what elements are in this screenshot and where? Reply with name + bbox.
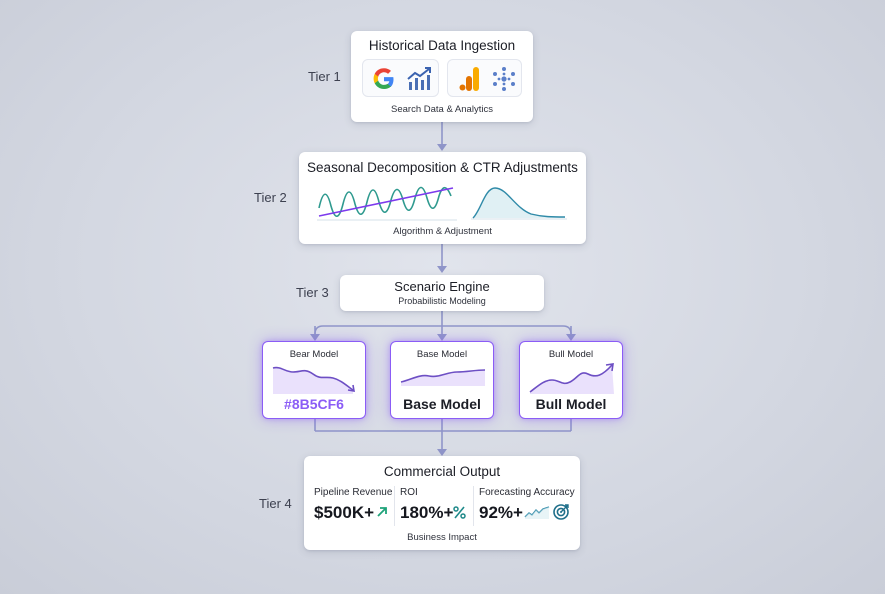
tier-1-caption: Search Data & Analytics (391, 104, 493, 115)
tier-4-card: Commercial Output Pipeline Revenue $500K… (304, 456, 580, 550)
search-logos-group (362, 59, 439, 97)
tier-2-caption: Algorithm & Adjustment (393, 226, 492, 237)
tier-3-label: Tier 3 (296, 285, 329, 300)
bear-model-card: Bear Model #8B5CF6 (262, 341, 366, 419)
target-icon (553, 504, 569, 520)
base-model-label: Base Model (416, 349, 468, 360)
google-analytics-icon (459, 67, 479, 91)
distribution-curve-icon (471, 187, 567, 220)
base-trend-chart (400, 369, 486, 386)
percent-icon (453, 506, 466, 519)
pipeline-revenue-value: $500K+ (314, 503, 375, 522)
bear-model-value: #8B5CF6 (284, 396, 344, 412)
forecasting-accuracy-value: 92%+ (479, 503, 523, 522)
tier-1-title: Historical Data Ingestion (368, 38, 516, 53)
tier-2-card: Seasonal Decomposition & CTR Adjustments… (299, 152, 586, 244)
bull-model-value: Bull Model (535, 396, 607, 412)
google-logo-icon (373, 68, 394, 89)
forecasting-accuracy-label: Forecasting Accuracy (479, 487, 575, 498)
tier-2-title: Seasonal Decomposition & CTR Adjustments (307, 160, 578, 175)
metric-divider (473, 486, 474, 526)
seasonal-wave-icon (317, 186, 457, 221)
bull-model-label: Bull Model (548, 349, 594, 360)
bull-trend-chart (529, 363, 614, 394)
tier-3-subtitle: Probabilistic Modeling (398, 296, 486, 306)
dots-network-icon (493, 67, 515, 91)
bear-model-label: Bear Model (289, 349, 339, 360)
analytics-logos-group (447, 59, 522, 97)
tier-4-title: Commercial Output (383, 464, 501, 479)
tier-3-title: Scenario Engine (394, 279, 490, 294)
bear-trend-chart (272, 366, 355, 394)
roi-value: 180%+ (400, 503, 454, 522)
tier-2-label: Tier 2 (254, 190, 287, 205)
pipeline-revenue-label: Pipeline Revenue (314, 487, 393, 498)
base-model-value: Base Model (403, 396, 481, 412)
arrow-up-right-icon (377, 507, 387, 517)
tier-4-caption: Business Impact (407, 532, 477, 543)
bull-model-card: Bull Model Bull Model (519, 341, 623, 419)
sparkline-icon (524, 506, 550, 519)
tier-3-card: Scenario Engine Probabilistic Modeling (340, 275, 544, 311)
tier-1-label: Tier 1 (308, 69, 341, 84)
tier-4-label: Tier 4 (259, 496, 292, 511)
analytics-chart-icon (407, 67, 431, 90)
metric-divider (394, 486, 395, 526)
tier-1-card: Historical Data Ingestion (351, 31, 533, 122)
base-model-card: Base Model Base Model (390, 341, 494, 419)
roi-label: ROI (400, 487, 418, 498)
